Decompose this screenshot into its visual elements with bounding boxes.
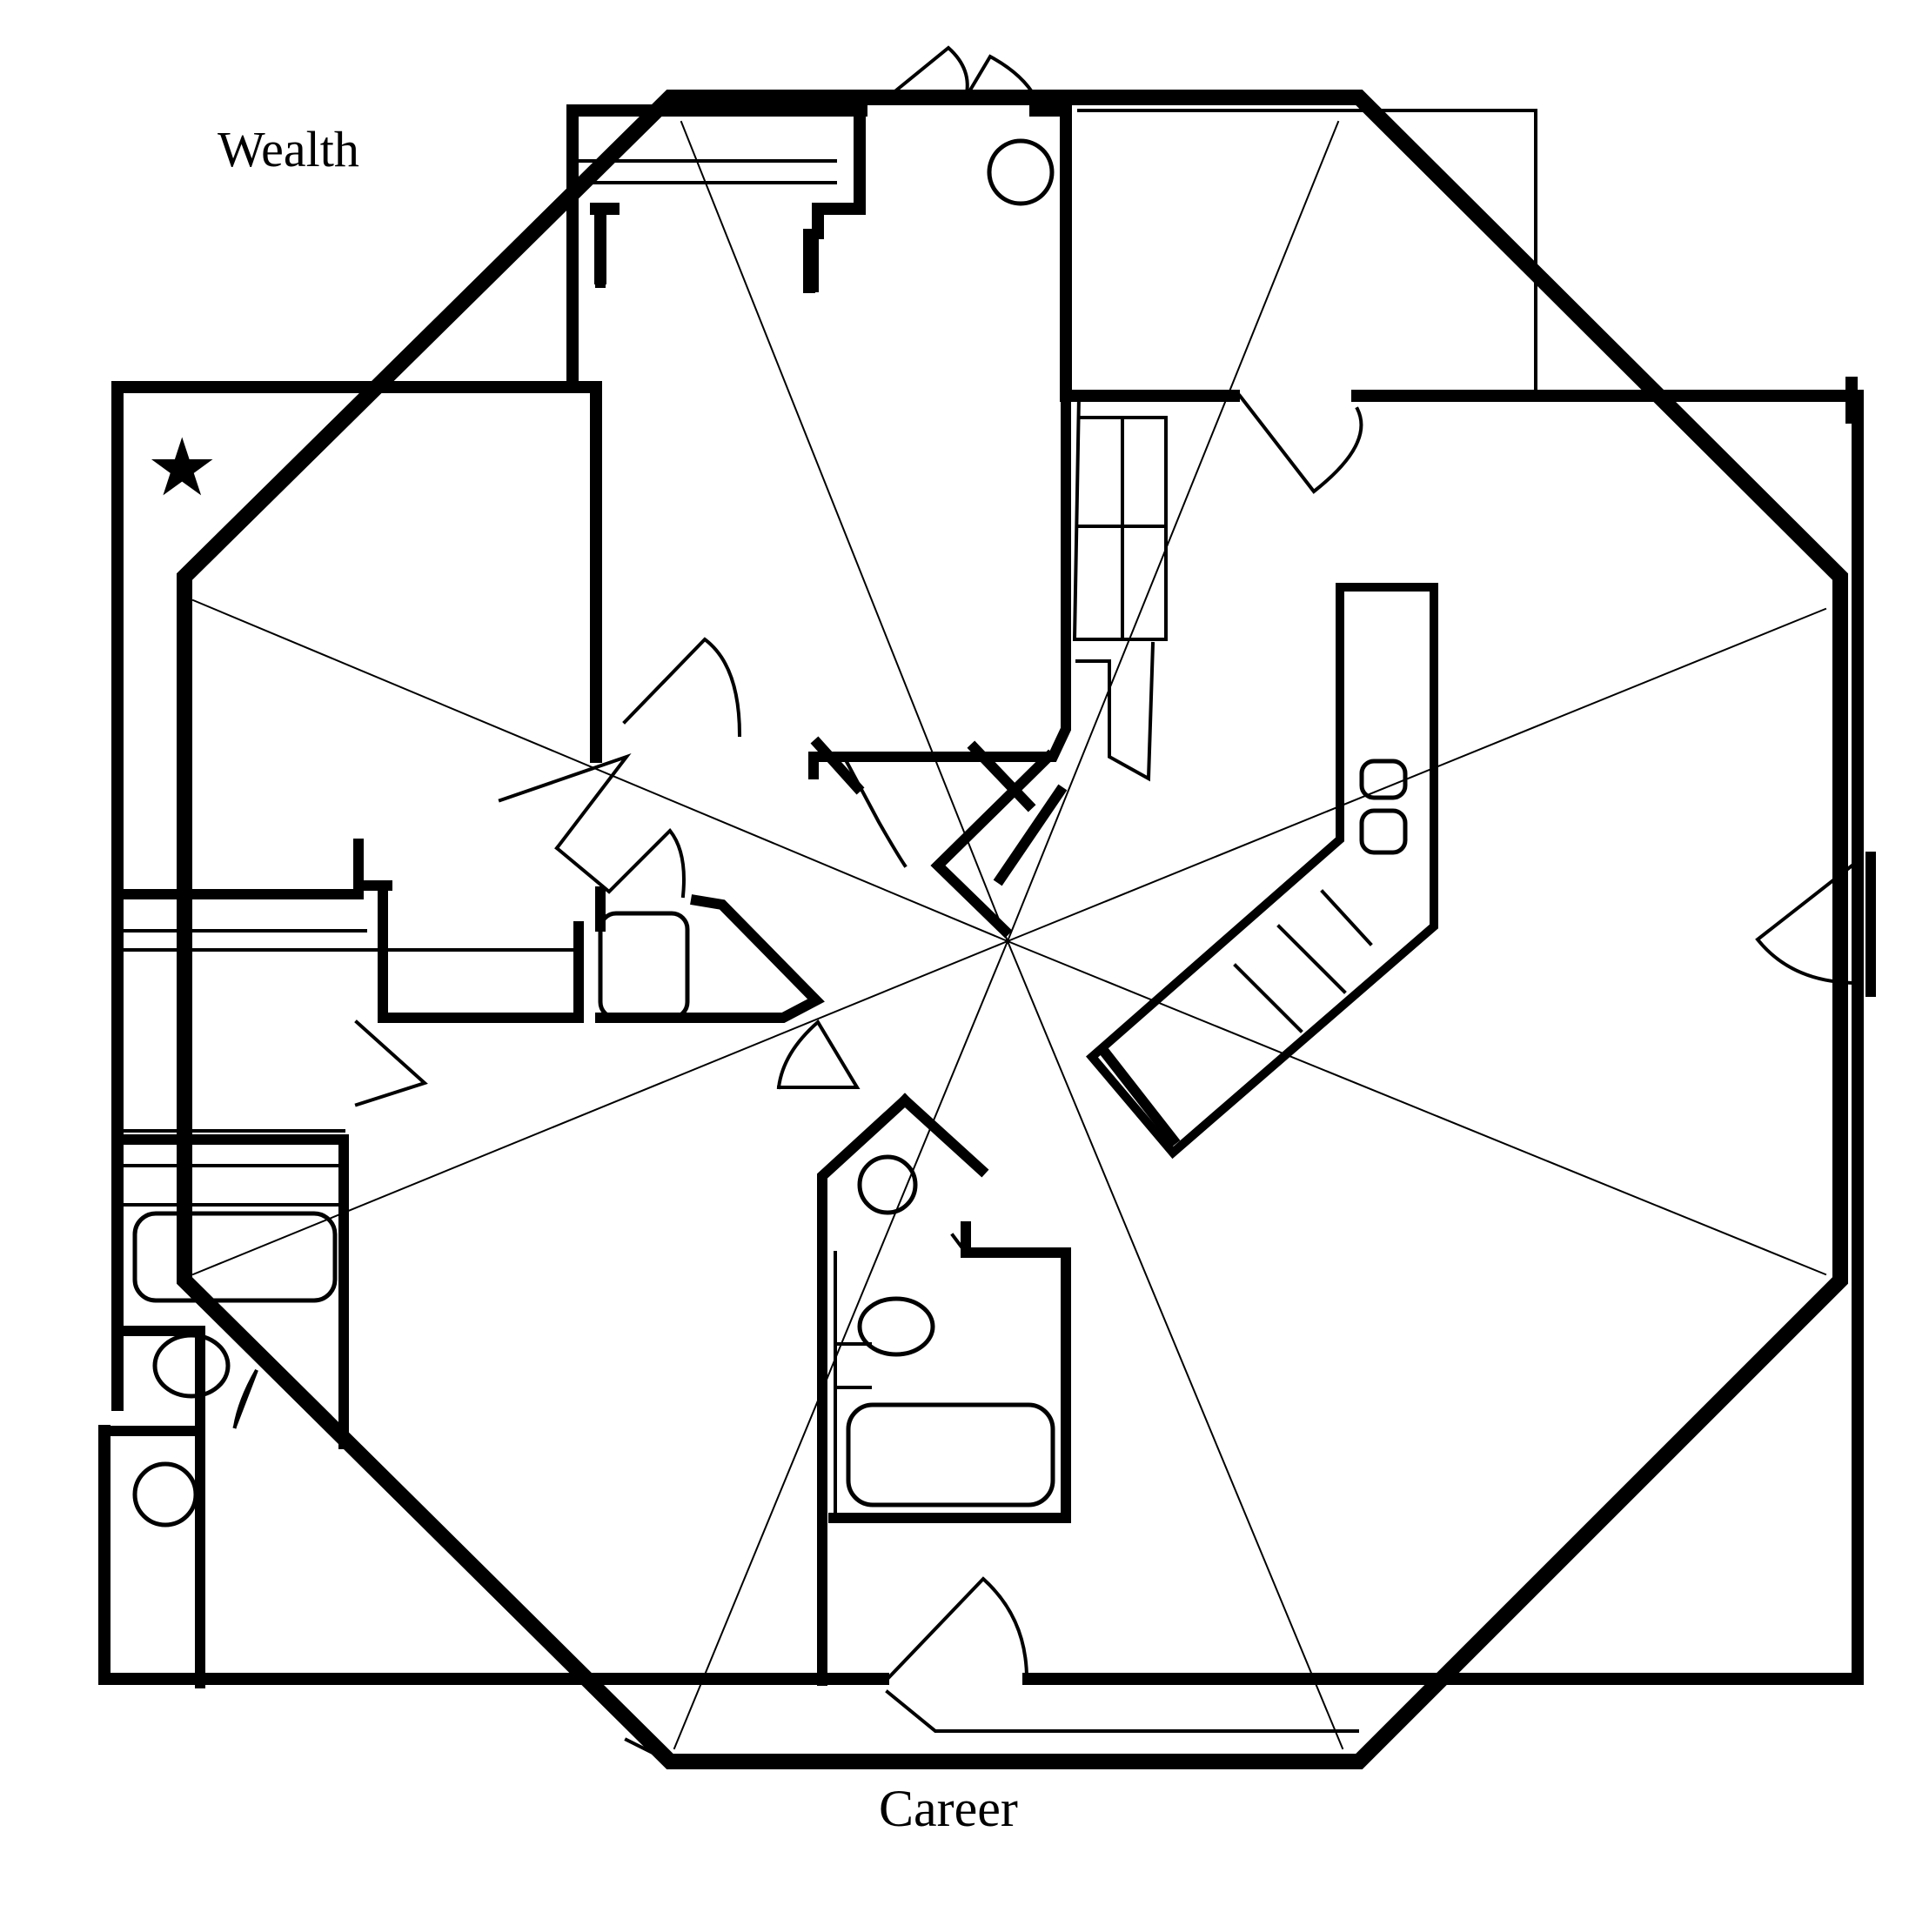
exterior-walls [98,104,1864,1685]
career-label: Career [879,1780,1018,1837]
fixtures [132,138,1055,1528]
bagua-sector-lines [191,120,1827,1750]
kitchen-counter [1086,583,1438,1160]
wall-stubs [590,203,1858,424]
door-swings [232,45,1859,1681]
wealth-label: Wealth [218,121,359,177]
bagua-octagon [177,90,1848,1769]
star-icon: ★ [146,421,218,514]
thin-walls [116,109,1537,1764]
